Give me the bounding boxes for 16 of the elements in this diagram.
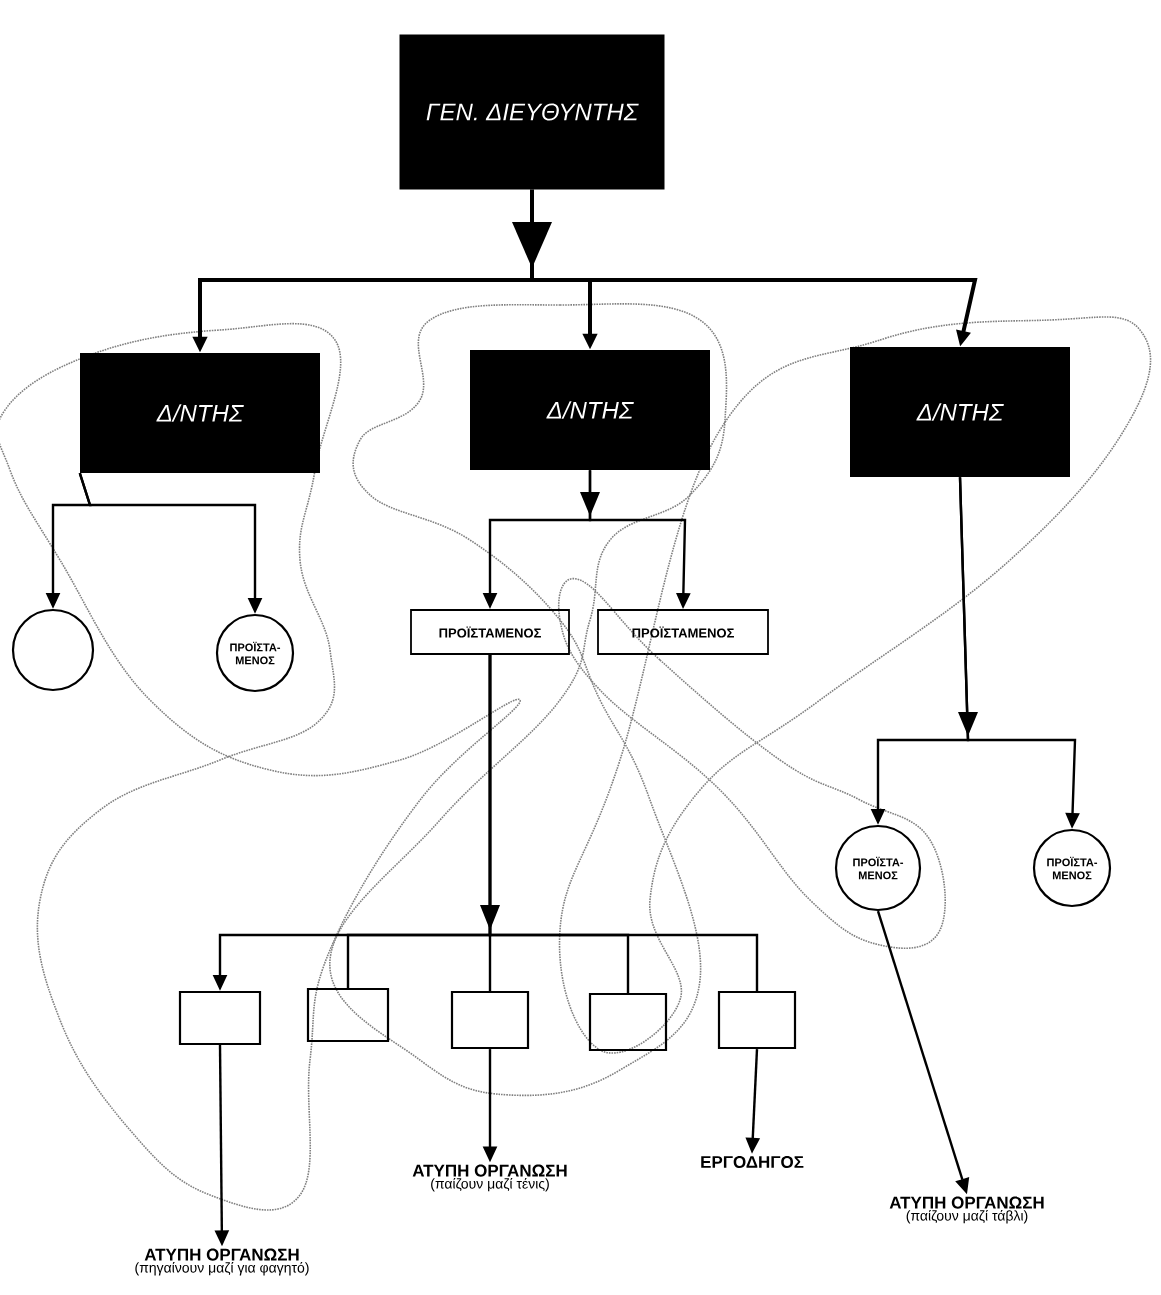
empty-box (306, 987, 390, 1043)
empty-box (717, 990, 797, 1050)
director-box: ΓΕΝ. ΔΙΕΥΘΥΝΤΗΣ (399, 34, 665, 190)
empty-box (450, 990, 530, 1050)
group-label: ΕΡΓΟΔΗΓΟΣ (701, 1156, 804, 1169)
director-box: Δ/ΝΤΗΣ (850, 347, 1070, 477)
group-label: ΑΤΥΠΗ ΟΡΓΑΝΩΣΗ (παίζουν μαζί τένις) (412, 1164, 567, 1192)
group-label: ΑΤΥΠΗ ΟΡΓΑΝΩΣΗ (πηγαίνουν μαζί για φαγητό) (135, 1248, 309, 1276)
position-box: ΠΡΟΪΣΤΑΜΕΝΟΣ (410, 609, 570, 655)
director-box: Δ/ΝΤΗΣ (80, 353, 320, 473)
empty-box (588, 992, 668, 1052)
position-box: ΠΡΟΪΣΤΑΜΕΝΟΣ (597, 609, 769, 655)
group-label: ΑΤΥΠΗ ΟΡΓΑΝΩΣΗ (παίζουν μαζί τάβλι) (889, 1196, 1044, 1224)
empty-box (178, 990, 262, 1046)
empty-circle (11, 608, 95, 692)
director-box: Δ/ΝΤΗΣ (470, 350, 710, 470)
